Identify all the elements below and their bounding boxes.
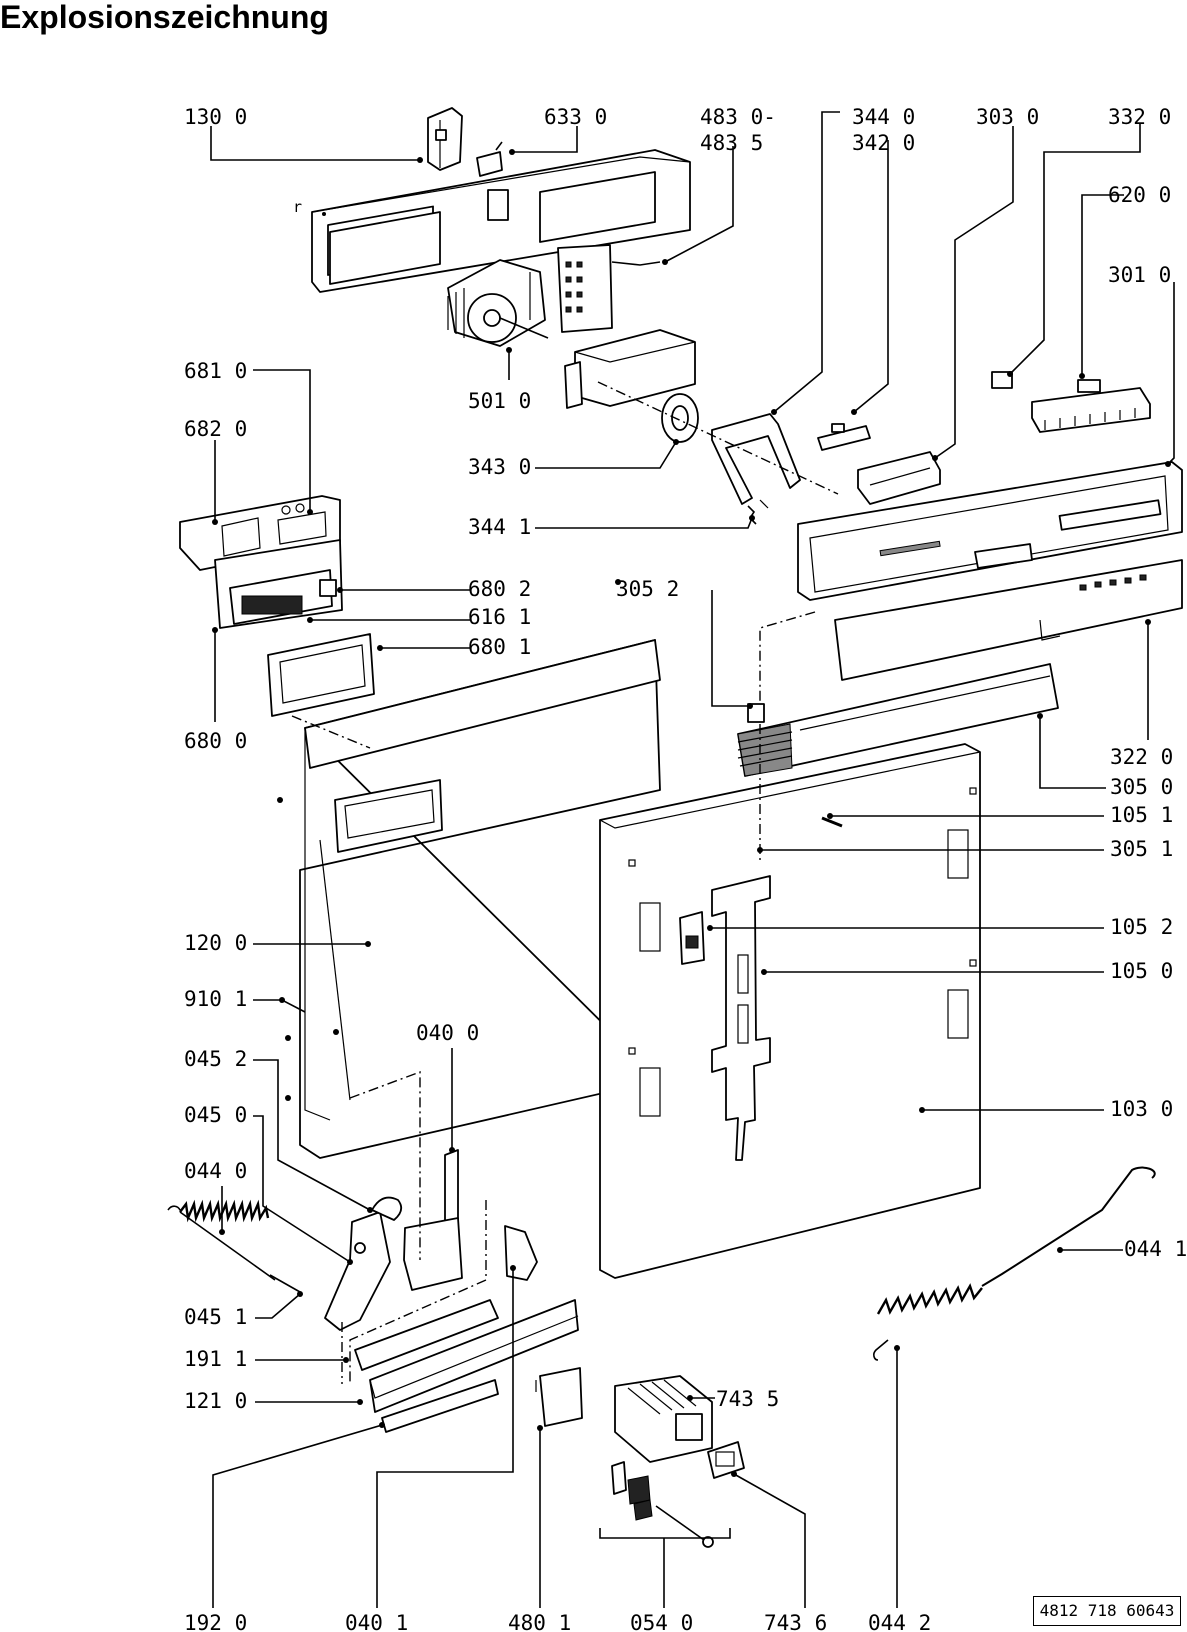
label-680-0: 680 0	[184, 729, 247, 753]
sensor-filter	[707, 1441, 745, 1479]
page-title: Explosionszeichnung	[0, 0, 329, 35]
switch-bracket	[427, 107, 463, 171]
label-305-0: 305 0	[1110, 775, 1173, 799]
label-044-0: 044 0	[184, 1159, 247, 1183]
inner-door-frame	[299, 639, 661, 1159]
slider-part	[817, 423, 871, 451]
svg-text:r: r	[293, 198, 302, 216]
label-483-0: 483 0-	[700, 105, 776, 129]
small-knob	[991, 371, 1013, 389]
label-483-5: 483 5	[700, 131, 763, 155]
latch-catch	[679, 911, 705, 965]
hinge-cap	[371, 1196, 403, 1221]
label-301-0: 301 0	[1108, 263, 1171, 287]
dispenser-gasket	[267, 633, 375, 717]
door-spring-left-coil	[179, 1211, 276, 1281]
hinge-bracket	[403, 1149, 463, 1291]
label-633-0: 633 0	[544, 105, 607, 129]
label-044-1: 044 1	[1124, 1237, 1187, 1261]
label-040-1: 040 1	[345, 1611, 408, 1632]
label-305-1: 305 1	[1110, 837, 1173, 861]
label-342-0: 342 0	[852, 131, 915, 155]
label-191-1: 191 1	[184, 1347, 247, 1371]
label-501-0: 501 0	[468, 389, 531, 413]
label-343-0: 343 0	[468, 455, 531, 479]
label-120-0: 120 0	[184, 931, 247, 955]
label-192-0: 192 0	[184, 1611, 247, 1632]
label-105-2: 105 2	[1110, 915, 1173, 939]
door-spring-right	[873, 1166, 1156, 1361]
assembly-lines	[291, 381, 839, 1384]
cam-disc	[661, 393, 699, 443]
small-switch	[476, 141, 503, 177]
document-number: 4812 718 60643	[1033, 1596, 1181, 1626]
label-682-0: 682 0	[184, 417, 247, 441]
detergent-dispenser	[179, 495, 343, 629]
label-743-5: 743 5	[716, 1387, 779, 1411]
door-spring-left	[167, 1199, 301, 1293]
label-105-1: 105 1	[1110, 803, 1173, 827]
label-105-0: 105 0	[1110, 959, 1173, 983]
latch-plate	[711, 875, 771, 1161]
control-bracket: r	[293, 149, 691, 293]
label-743-6: 743 6	[764, 1611, 827, 1632]
small-parts-set	[599, 1461, 731, 1550]
label-681-0: 681 0	[184, 359, 247, 383]
label-344-0: 344 0	[852, 105, 915, 129]
label-121-0: 121 0	[184, 1389, 247, 1413]
label-130-0: 130 0	[184, 105, 247, 129]
label-103-0: 103 0	[1110, 1097, 1173, 1121]
timer-motor	[447, 259, 549, 347]
label-910-1: 910 1	[184, 987, 247, 1011]
label-680-2: 680 2	[468, 577, 531, 601]
motor-plate	[564, 329, 696, 409]
label-322-0: 322 0	[1110, 745, 1173, 769]
sensor-housing	[614, 1375, 713, 1463]
button-holder	[857, 451, 941, 505]
part-labels: 130 0 633 0 483 0- 483 5 344 0 342 0 303…	[184, 105, 1187, 1632]
label-332-0: 332 0	[1108, 105, 1171, 129]
fascia-strip	[834, 559, 1183, 681]
label-620-0: 620 0	[1108, 183, 1171, 207]
hinge-arm	[324, 1211, 391, 1331]
label-344-1: 344 1	[468, 515, 531, 539]
label-480-1: 480 1	[508, 1611, 571, 1632]
hinge-cover	[504, 1225, 538, 1281]
label-044-2: 044 2	[868, 1611, 931, 1632]
label-045-1: 045 1	[184, 1305, 247, 1329]
handle-clip	[747, 703, 765, 723]
control-panel-housing	[797, 461, 1183, 601]
label-045-0: 045 0	[184, 1103, 247, 1127]
label-040-0: 040 0	[416, 1021, 479, 1045]
label-045-2: 045 2	[184, 1047, 247, 1071]
door-lever	[711, 413, 801, 509]
pivot-pin	[821, 816, 843, 828]
label-616-1: 616 1	[468, 605, 531, 629]
label-054-0: 054 0	[630, 1611, 693, 1632]
kick-panel-channel	[354, 1299, 579, 1433]
label-305-2: 305 2	[616, 577, 679, 601]
plinth-bracket	[535, 1367, 583, 1427]
label-680-1: 680 1	[468, 635, 531, 659]
outer-door-panel	[599, 743, 981, 1279]
leader-lines	[210, 111, 1175, 1608]
label-303-0: 303 0	[976, 105, 1039, 129]
pushbutton-switch-block	[1031, 379, 1151, 433]
door-handle-rail	[737, 663, 1059, 777]
connector-block	[557, 244, 661, 333]
